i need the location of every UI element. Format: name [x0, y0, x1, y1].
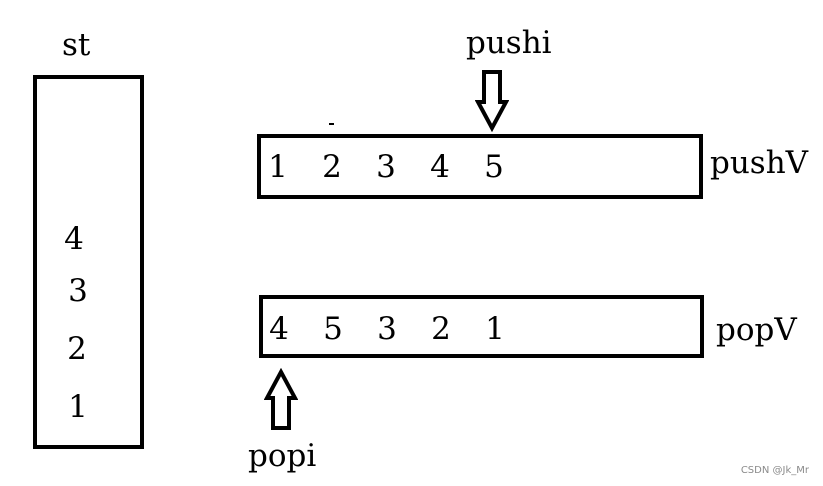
stack-item: 4: [64, 221, 84, 257]
push-array-cell: 2: [322, 149, 342, 185]
pop-array-label: popV: [716, 312, 797, 348]
push-array-cell: 4: [430, 149, 450, 185]
tick-mark: [329, 123, 334, 125]
push-array-box: [257, 134, 703, 199]
pop-array-cell: 4: [269, 311, 289, 347]
pop-array-cell: 5: [323, 311, 343, 347]
push-array-cell: 5: [484, 149, 504, 185]
stack-box: [33, 75, 144, 449]
stack-item: 1: [68, 389, 88, 425]
stack-item: 2: [67, 331, 87, 367]
push-array-cell: 3: [376, 149, 396, 185]
push-array-cell: 1: [268, 149, 288, 185]
pop-array-cell: 2: [431, 311, 451, 347]
stack-label: st: [62, 27, 91, 63]
push-array-label: pushV: [710, 145, 809, 181]
pop-array-box: [259, 295, 704, 358]
pop-pointer-label: popi: [248, 438, 317, 474]
pop-array-cell: 3: [377, 311, 397, 347]
watermark: CSDN @Jk_Mr: [740, 465, 809, 476]
push-pointer-label: pushi: [466, 25, 552, 61]
stack-item: 3: [68, 273, 88, 309]
pop-pointer-arrow-icon: [264, 368, 298, 430]
pop-array-cell: 1: [485, 311, 505, 347]
push-pointer-arrow-icon: [475, 70, 509, 132]
